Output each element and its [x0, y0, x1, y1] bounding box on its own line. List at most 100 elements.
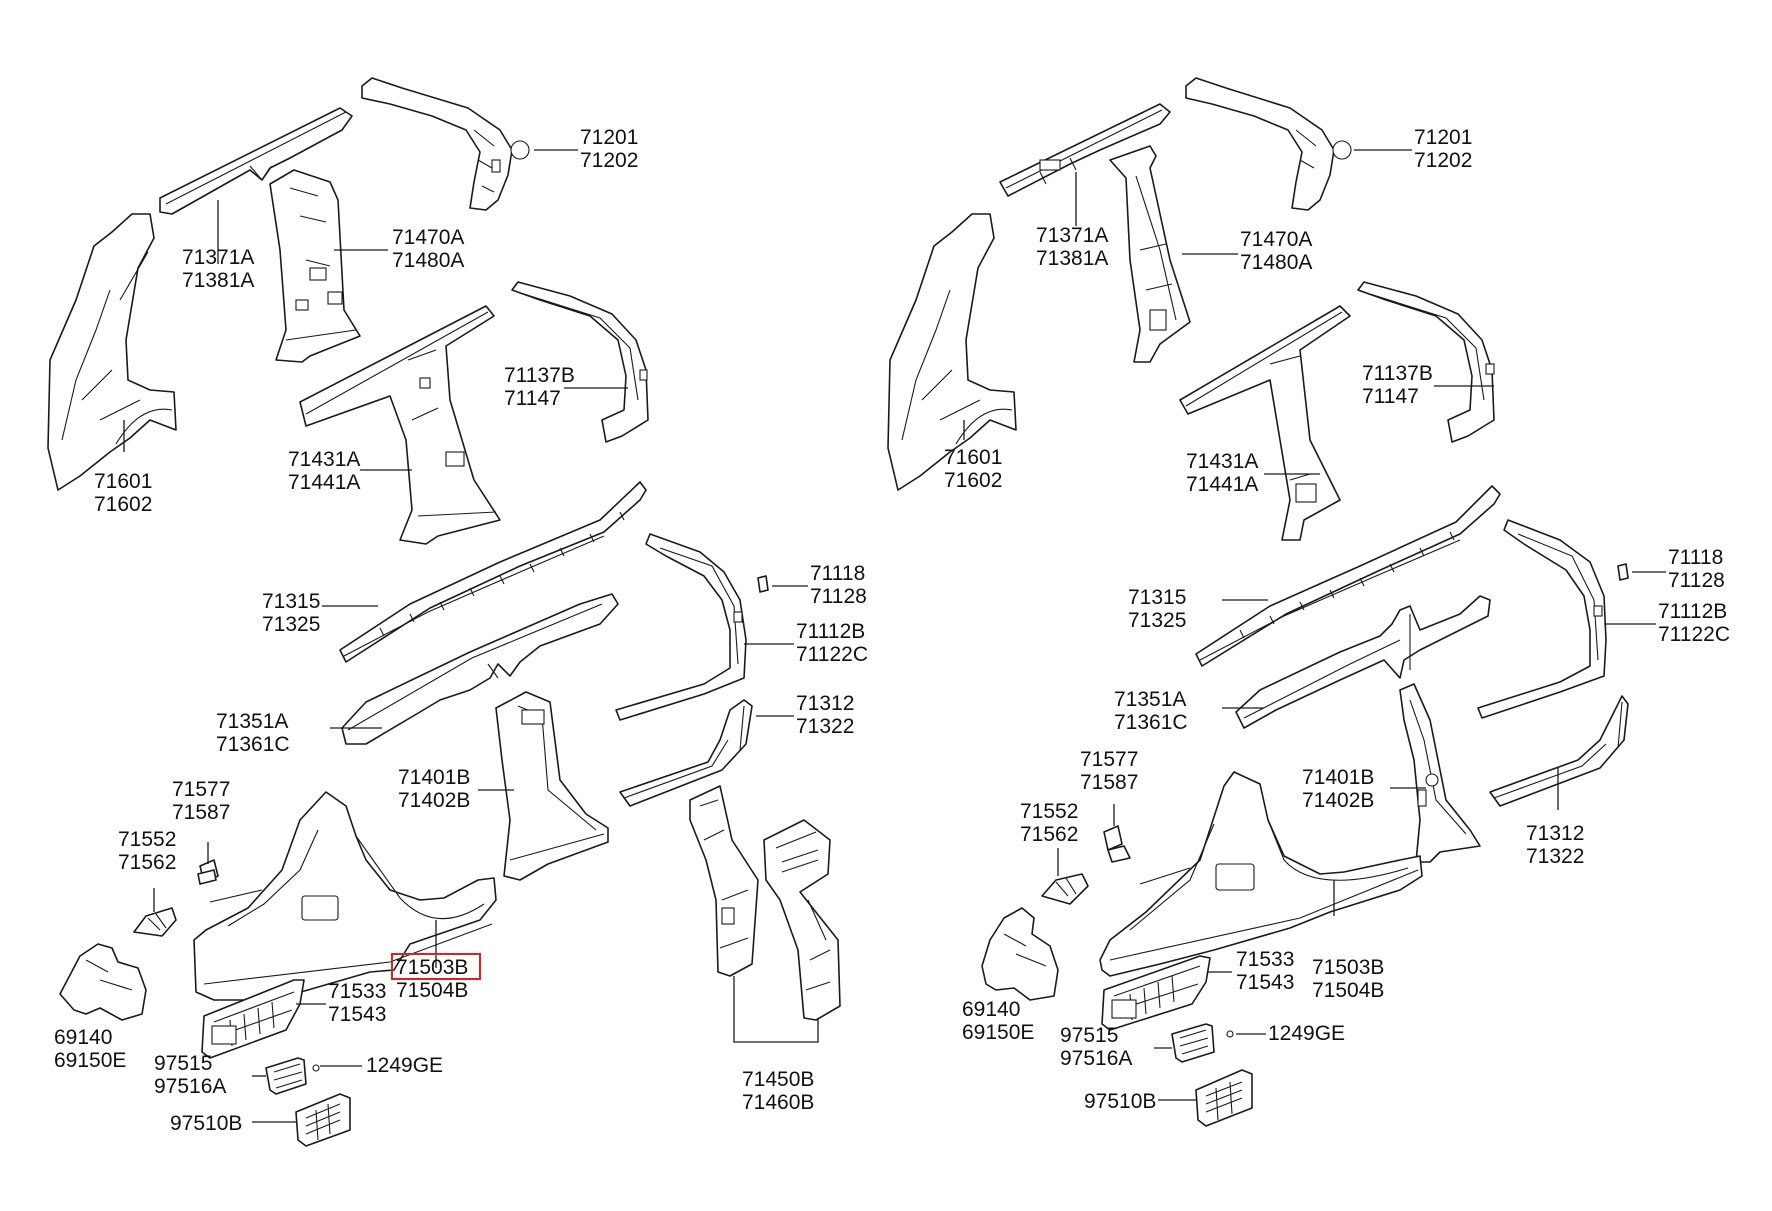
part-number: 71128	[1668, 569, 1725, 592]
part-drawing-71552-right	[1041, 873, 1089, 905]
right-diagram: 712017120271371A71381A71470A71480A71137B…	[887, 77, 1730, 1127]
part-number: 71315	[1128, 586, 1186, 609]
part-number: 71312	[1526, 822, 1584, 845]
part-drawing-71351a-left	[341, 593, 619, 745]
part-number: 71118	[810, 562, 865, 585]
part-drawing-71315-right	[1195, 485, 1501, 667]
part-number: 71402B	[398, 789, 470, 812]
part-number-label: 97510B	[1084, 1090, 1156, 1113]
left-leader-lines	[123, 149, 819, 1123]
part-number: 71441A	[1186, 473, 1258, 496]
part-number: 71601	[944, 446, 1002, 469]
part-drawing-71401b-left	[495, 691, 609, 881]
part-number-label: 1249GE	[366, 1054, 443, 1077]
part-number: 71322	[796, 715, 854, 738]
part-drawing-71401b-right	[1399, 683, 1481, 863]
part-drawing-97515-right	[1171, 1023, 1234, 1063]
part-number: 71533	[1236, 948, 1294, 971]
part-number: 71322	[1526, 845, 1584, 868]
part-drawing-71450b-left	[689, 785, 841, 1021]
part-number: 71602	[944, 469, 1002, 492]
part-number: 71371A	[182, 246, 254, 269]
part-drawing-71371a-right	[999, 103, 1171, 197]
part-number: 69150E	[962, 1021, 1034, 1044]
part-number: 71577	[1080, 748, 1138, 771]
part-drawing-71577-right	[1103, 825, 1131, 863]
part-number-label: 97510B	[170, 1112, 242, 1135]
part-number: 71533	[328, 980, 386, 1003]
part-number: 71371A	[1036, 224, 1108, 247]
part-number: 71361C	[216, 733, 290, 756]
highlight-box-71503b	[391, 953, 481, 980]
part-number: 97516A	[154, 1075, 226, 1098]
right-leader-lines	[963, 149, 1666, 1101]
part-drawing-71312-right	[1489, 695, 1629, 807]
part-drawing-71201-right	[1185, 77, 1352, 211]
part-number: 71441A	[288, 471, 360, 494]
part-drawing-69140-right	[981, 907, 1059, 1001]
part-number: 71361C	[1114, 711, 1188, 734]
part-drawing-71137b-right	[1357, 281, 1495, 443]
part-drawing-71601-left	[47, 213, 177, 491]
part-number: 71147	[504, 387, 561, 410]
part-number: 71504B	[396, 979, 468, 1002]
part-number: 71552	[1020, 800, 1078, 823]
part-drawing-71431a-right	[1179, 305, 1351, 541]
part-number: 71587	[1080, 771, 1138, 794]
part-number: 71587	[172, 801, 230, 824]
part-number: 71562	[1020, 823, 1078, 846]
part-number: 71351A	[216, 710, 288, 733]
part-number-label: 1249GE	[1268, 1022, 1345, 1045]
part-drawing-71112b-left	[615, 533, 747, 721]
part-drawing-71431a-left	[299, 305, 501, 545]
part-drawing-71137b-left	[511, 281, 649, 443]
part-drawing-71315-left	[339, 481, 647, 663]
part-number: 71381A	[182, 269, 254, 292]
part-number: 71381A	[1036, 247, 1108, 270]
part-number: 71351A	[1114, 688, 1186, 711]
part-number: 69150E	[54, 1049, 126, 1072]
part-drawing-97510b-right	[1195, 1069, 1253, 1127]
part-number: 71543	[1236, 971, 1294, 994]
part-number: 71122C	[796, 643, 868, 666]
part-number: 71147	[1362, 385, 1419, 408]
part-drawing-71201-left	[361, 77, 530, 211]
part-drawing-97515-left	[265, 1057, 320, 1095]
part-number: 71201	[1414, 126, 1472, 149]
part-number: 71137B	[504, 364, 575, 387]
part-number: 71315	[262, 590, 320, 613]
part-number: 71312	[796, 692, 854, 715]
part-number: 71202	[580, 149, 638, 172]
part-number: 71202	[1414, 149, 1472, 172]
part-number: 97510B	[170, 1112, 242, 1135]
part-drawing-71470a-right	[1109, 145, 1191, 363]
part-drawing-71118-right	[1617, 563, 1629, 581]
part-drawing-71371a-left	[159, 107, 353, 215]
part-number: 71504B	[1312, 979, 1384, 1002]
part-number: 71128	[810, 585, 867, 608]
part-number: 71552	[118, 828, 176, 851]
part-number: 97515	[154, 1052, 212, 1075]
